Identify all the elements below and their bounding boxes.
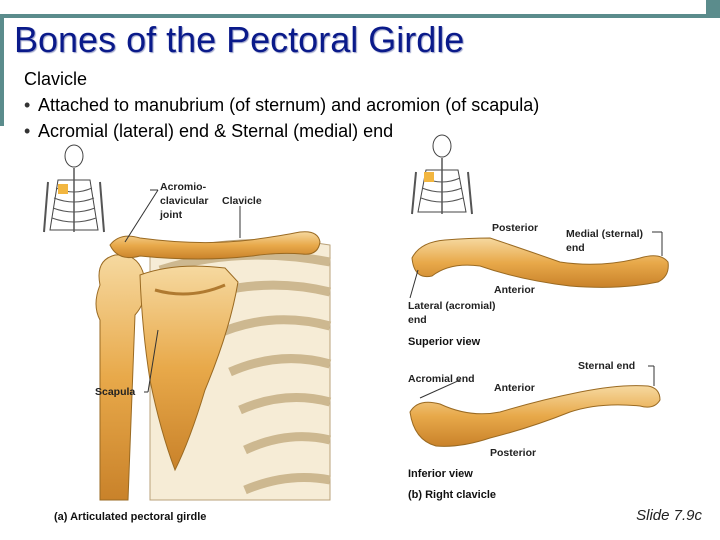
label-superior-view: Superior view — [408, 336, 481, 348]
bullet-1: •Attached to manubrium (of sternum) and … — [24, 95, 540, 115]
label-clavicle: Clavicle — [222, 195, 262, 207]
label-scapula: Scapula — [95, 386, 135, 398]
label-posterior-bottom: Posterior — [490, 447, 536, 459]
label-medial-2: end — [566, 242, 585, 254]
bullet-2: •Acromial (lateral) end & Sternal (media… — [24, 121, 394, 141]
clavicle-a — [109, 231, 321, 260]
label-posterior-top: Posterior — [492, 222, 538, 234]
label-anterior-top: Anterior — [494, 284, 535, 296]
label-lateral-1: Lateral (acromial) — [408, 300, 496, 312]
label-anterior-bottom: Anterior — [494, 382, 535, 394]
skeleton-thumbnail-b — [411, 134, 473, 215]
skeleton-thumbnail-a — [43, 144, 105, 233]
slide-number: Slide 7.9c — [636, 507, 702, 524]
top-accent-bar — [0, 14, 720, 18]
slide-title: Bones of the Pectoral Girdle — [14, 19, 465, 60]
label-lateral-2: end — [408, 314, 427, 326]
humerus-a — [95, 254, 146, 501]
label-acromio-2: clavicular — [160, 195, 208, 207]
leader-lines-a — [124, 189, 241, 393]
label-acromial-end: Acromial end — [408, 373, 475, 385]
slide-body: Clavicle •Attached to manubrium (of ster… — [24, 66, 539, 144]
label-acromio-1: Acromio- — [160, 181, 207, 193]
leader-lines-b — [409, 231, 663, 399]
label-acromio-3: joint — [159, 209, 183, 221]
clavicle-inferior-view — [409, 385, 661, 447]
clavicle-superior-view — [411, 237, 669, 288]
caption-figure-a: (a) Articulated pectoral girdle — [54, 511, 206, 523]
subheading: Clavicle — [24, 69, 88, 89]
label-inferior-view: Inferior view — [408, 468, 473, 480]
corner-square — [706, 0, 720, 14]
scapula-a — [139, 265, 239, 472]
label-sternal-end: Sternal end — [578, 360, 635, 372]
left-accent-bar — [0, 14, 4, 126]
caption-figure-b: (b) Right clavicle — [408, 489, 496, 501]
label-medial-1: Medial (sternal) — [566, 228, 643, 240]
